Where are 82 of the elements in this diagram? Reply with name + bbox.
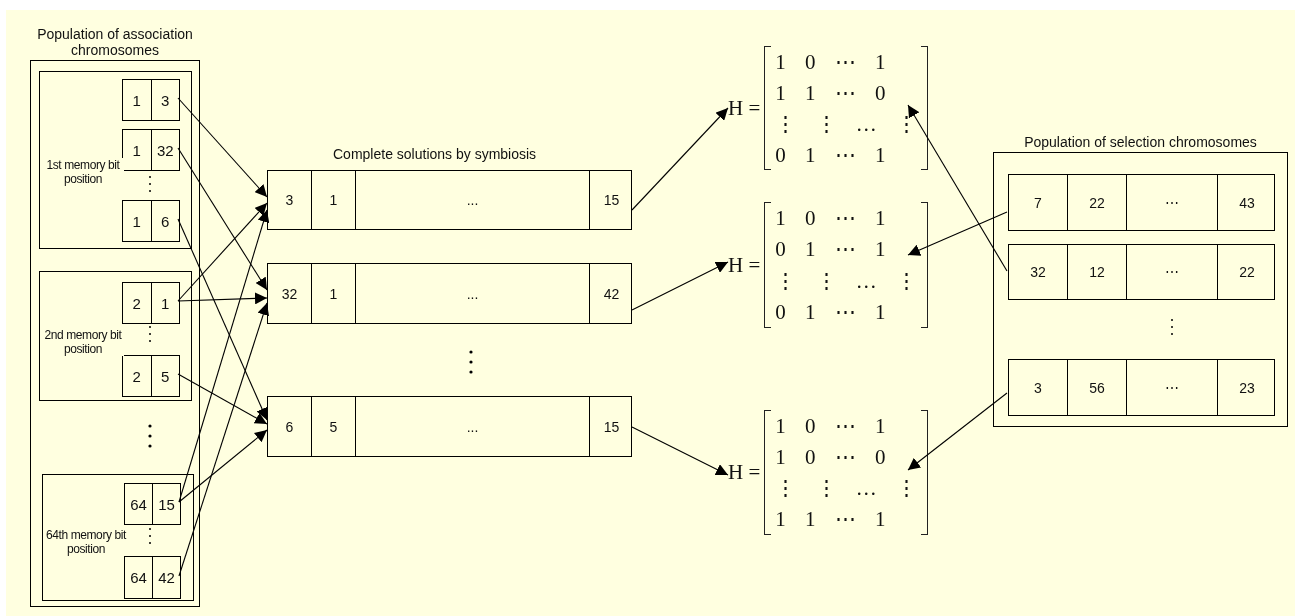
arrow — [907, 392, 1008, 471]
arrow — [907, 104, 1008, 272]
matrix-row-text: 0 1 ⋯ 1 — [775, 142, 887, 167]
chromosome-pair — [122, 79, 180, 121]
gene-cell: 1 — [150, 283, 179, 323]
population-title: Population of selection chromosomes — [1023, 134, 1258, 150]
gene-cell: 23 — [1217, 360, 1276, 415]
gene-cell: ⋯ — [1126, 360, 1217, 415]
chromosome-pair — [122, 200, 180, 242]
gene-cell: 22 — [1217, 245, 1276, 299]
gene-cell: 12 — [1067, 245, 1126, 299]
chromosome-pair — [122, 355, 180, 397]
gene-cell: 5 — [150, 356, 179, 396]
chromosome-pair — [124, 556, 181, 599]
matrix-row-text: 1 1 ⋯ 0 — [775, 80, 887, 105]
matrix-row: ⋮ ⋮ … ⋮ — [775, 268, 917, 293]
population-title: Population of association chromosomes — [36, 26, 194, 58]
arrow — [178, 429, 268, 503]
matrix-row-text: 1 0 ⋯ 0 — [775, 444, 887, 469]
memory-group-box — [39, 71, 192, 249]
arrow — [631, 261, 729, 311]
gene-cell: 42 — [152, 557, 180, 598]
gene-cell-text: 2 — [131, 293, 142, 314]
gene-cell-text: 64 — [129, 568, 148, 588]
chromosome-row — [267, 263, 632, 324]
gene-cell: 15 — [152, 484, 180, 524]
chromosome-row — [267, 396, 632, 457]
matrix-symbol: H = — [728, 95, 761, 121]
gene-cell: 15 — [589, 171, 633, 229]
gene-cell: 56 — [1067, 360, 1126, 415]
gene-cell: 1 — [311, 171, 355, 229]
matrix-row: ⋮ ⋮ … ⋮ — [775, 111, 917, 136]
memory-group-box — [39, 271, 192, 401]
gene-cell: 43 — [1217, 175, 1276, 230]
group-label: 64th memory bit position — [45, 528, 127, 556]
matrix-row-text: 1 1 ⋯ 1 — [775, 507, 887, 532]
matrix-row-text: 0 1 ⋯ 1 — [775, 300, 887, 325]
gene-cell-text: 3 — [1033, 378, 1043, 398]
arrow — [631, 107, 729, 211]
group-label: 2nd memory bit position — [42, 328, 124, 356]
gene-cell-text: 7 — [1033, 193, 1043, 213]
arrow — [631, 426, 729, 476]
gene-cell: 22 — [1067, 175, 1126, 230]
gene-cell: 15 — [589, 397, 633, 456]
gene-cell: 3 — [150, 80, 179, 120]
chromosome-pair — [124, 483, 181, 525]
gene-cell-text: 1 — [131, 90, 142, 111]
gene-cell-text: 6 — [284, 417, 295, 437]
gene-cell-text: 32 — [1029, 263, 1047, 282]
gene-cell: ... — [355, 264, 589, 323]
chromosome-row — [1008, 174, 1275, 231]
matrix-symbol: H = — [728, 460, 761, 485]
gene-cell: ... — [355, 171, 589, 229]
matrix-row-text: 1 0 ⋯ 1 — [775, 205, 887, 230]
chromosome-pair — [122, 129, 180, 171]
matrix-row-text: 0 1 ⋯ 1 — [775, 237, 887, 262]
gene-cell: 6 — [150, 201, 179, 241]
gene-cell: ⋯ — [1126, 175, 1217, 230]
gene-cell: ... — [355, 397, 589, 456]
gene-cell-text: 1 — [131, 140, 142, 161]
gene-cell: ⋯ — [1126, 245, 1217, 299]
gene-cell: 1 — [311, 264, 355, 323]
gene-cell: 42 — [589, 264, 633, 323]
arrow — [907, 211, 1008, 256]
matrix-symbol: H = — [728, 252, 761, 278]
chromosome-row — [1008, 244, 1275, 300]
chromosome-row — [1008, 359, 1275, 416]
gene-cell: 5 — [311, 397, 355, 456]
gene-cell-text: 32 — [280, 284, 299, 304]
matrix-row-text: 1 0 ⋯ 1 — [775, 413, 887, 438]
matrix-row: ⋮ ⋮ … ⋮ — [775, 476, 917, 501]
gene-cell-text: 3 — [284, 191, 295, 210]
memory-group-box — [42, 474, 194, 601]
chromosome-pair — [122, 282, 180, 324]
matrix-row-text: 1 0 ⋯ 1 — [775, 49, 887, 74]
gene-cell: 32 — [150, 130, 179, 170]
gene-cell-text: 1 — [131, 211, 142, 232]
arrow — [177, 202, 268, 302]
gene-cell-text: 2 — [131, 366, 142, 387]
arrow — [177, 373, 268, 425]
chromosome-row — [267, 170, 632, 230]
gene-cell-text: 64 — [129, 494, 148, 515]
